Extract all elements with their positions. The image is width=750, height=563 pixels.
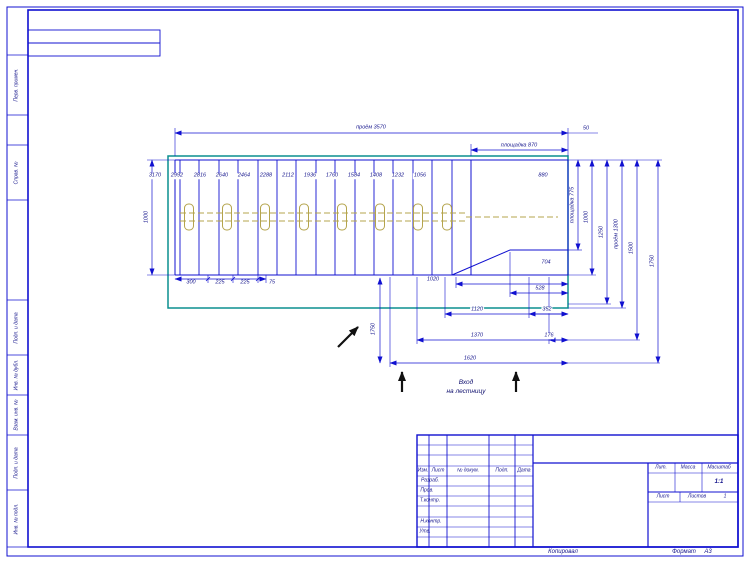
dimension-ticks <box>205 276 261 282</box>
entrance-arrows <box>337 326 520 392</box>
stringer-lines <box>180 203 558 231</box>
stair-plan <box>174 159 569 276</box>
title-block-grid <box>416 434 739 548</box>
corner-stamp <box>27 29 161 57</box>
left-column-stamps <box>7 54 28 548</box>
sheet-frame <box>6 6 744 557</box>
stairwell-outline <box>167 155 569 309</box>
extension-lines <box>147 128 662 367</box>
dimension-lines <box>149 130 661 366</box>
